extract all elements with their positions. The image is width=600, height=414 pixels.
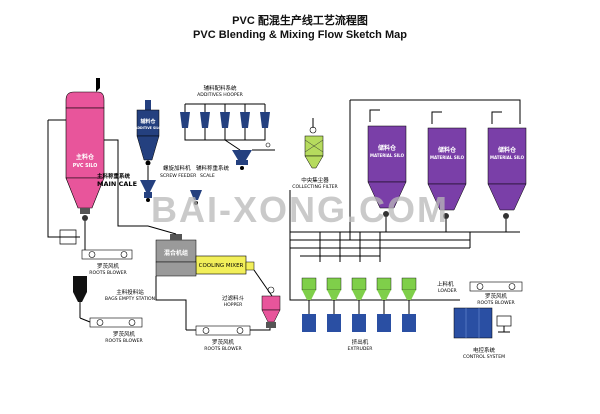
additives-hopper-label-cn: 辅料配料系统 xyxy=(203,84,237,92)
bags-station-label-en: BAGS EMPTY STATION xyxy=(105,296,155,302)
aux-scale-label-cn: 辅料称重系统 xyxy=(196,164,230,172)
material-silo-3-label-cn: 储料仓 xyxy=(497,146,517,154)
extruder-label-cn: 挤出机 xyxy=(352,338,369,346)
collecting-filter-label-cn: 中央集尘器 xyxy=(301,176,329,184)
extruder-label-en: EXTRUDER xyxy=(348,346,374,352)
loader-4 xyxy=(376,277,392,300)
pipe-network xyxy=(289,190,520,301)
material-silo-2-label-en: MATERIAL SILO xyxy=(430,155,465,160)
roots-blower-left-label-cn: 罗茨风机 xyxy=(97,262,120,270)
main-scale xyxy=(140,166,156,202)
additive-silo-label-en: ADDITIVE SILO xyxy=(135,126,161,130)
roots-blower-bottom-center-label-en: ROOTS BLOWER xyxy=(204,346,242,352)
hot-mixer xyxy=(147,225,197,263)
collecting-filter xyxy=(304,118,324,169)
roots-blower-bottom-left xyxy=(79,317,143,328)
roots-blower-left-label-en: ROOTS BLOWER xyxy=(89,270,127,276)
main-scale-label-en: MAIN CALE xyxy=(97,180,137,188)
pvc-silo xyxy=(65,78,105,221)
title-cn: PVC 配混生产线工艺流程图 xyxy=(232,13,368,27)
aux-scale-label-en: SCALE xyxy=(200,173,215,179)
roots-blower-bottom-center xyxy=(155,276,271,336)
filter-hopper-label-cn: 过滤料斗 xyxy=(222,294,245,302)
additives-hopper-label-en: ADDITIVES HOOPER xyxy=(197,92,244,98)
loader-5 xyxy=(401,277,417,300)
material-silo-1 xyxy=(367,109,407,217)
filter-hopper-label-en: HOPPER xyxy=(224,302,244,308)
material-silo-2-label-cn: 储料仓 xyxy=(437,146,457,154)
watermark: BAI-XONG.COM xyxy=(151,189,449,230)
filter-hopper xyxy=(253,269,281,328)
bags-empty-station xyxy=(73,276,87,318)
left-pipes xyxy=(47,119,148,250)
material-silo-3-label-en: MATERIAL SILO xyxy=(490,155,525,160)
material-silo-3 xyxy=(487,111,527,219)
roots-blower-bottom-center-label-cn: 罗茨风机 xyxy=(212,338,235,346)
title-en: PVC Blending & Mixing Flow Sketch Map xyxy=(193,29,407,41)
screw-feeder-label-cn: 螺旋加料机 xyxy=(163,164,191,172)
loader-2 xyxy=(326,277,342,300)
control-system xyxy=(453,307,512,339)
loaders xyxy=(301,277,417,300)
roots-blower-left xyxy=(81,249,133,260)
loader-label-en: LOADER xyxy=(438,288,458,294)
material-silo-1-label-en: MATERIAL SILO xyxy=(370,153,405,158)
cooling-mixer-label-en: COOLING MIXER xyxy=(199,263,244,269)
roots-blower-bottom-left-label-en: ROOTS BLOWER xyxy=(105,338,143,344)
control-system-label-en: CONTROL SYSTEM xyxy=(463,354,505,360)
cooling-mixer xyxy=(155,255,255,277)
loader-3 xyxy=(351,277,367,300)
control-system-label-cn: 电控系统 xyxy=(473,346,496,354)
roots-blower-right xyxy=(469,281,523,292)
additive-silo xyxy=(136,100,160,166)
screw-feeder-label-en: SCREW FEEDER xyxy=(160,173,197,179)
loader-1 xyxy=(301,277,317,300)
pvc-silo-label-cn: 主料仓 xyxy=(76,153,95,161)
material-silos xyxy=(349,99,527,240)
additive-silo-label-cn: 辅料仓 xyxy=(140,118,156,125)
loader-label-cn: 上料机 xyxy=(437,280,454,288)
bags-station-label-cn: 主料投料站 xyxy=(116,288,144,296)
mixer-label-cn: 混合机组 xyxy=(164,249,188,257)
roots-blower-right-label-cn: 罗茨风机 xyxy=(485,292,508,300)
material-silo-1-label-cn: 储料仓 xyxy=(377,144,397,152)
material-silo-2 xyxy=(427,111,467,219)
transfer-hopper xyxy=(190,190,202,205)
additive-hoppers xyxy=(180,103,275,170)
pvc-silo-label-en: PVC SILO xyxy=(73,163,98,169)
main-scale-label-cn: 主料称重系统 xyxy=(97,172,131,180)
extruders xyxy=(302,300,416,332)
roots-blower-bottom-left-label-cn: 罗茨风机 xyxy=(113,330,136,338)
collecting-filter-label-en: COLLECTING FILTER xyxy=(292,184,338,190)
roots-blower-right-label-en: ROOTS BLOWER xyxy=(477,300,515,306)
